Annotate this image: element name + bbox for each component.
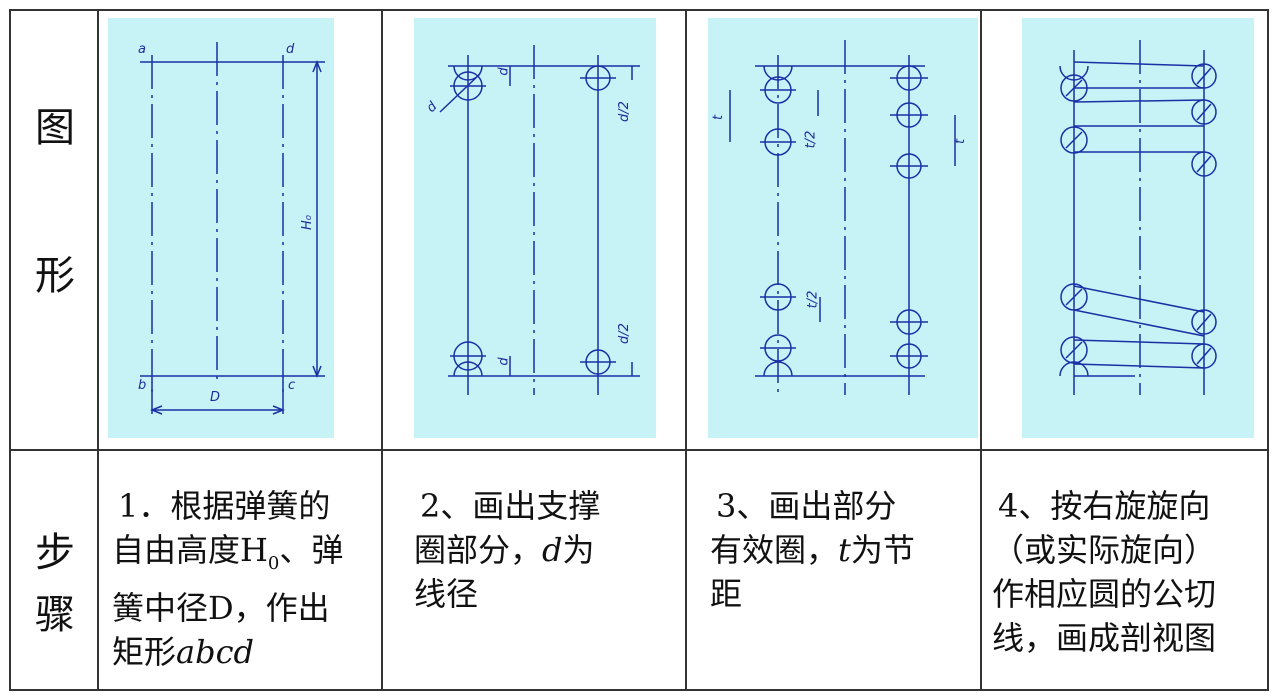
step-4-line3: 作相应圆的公切 <box>992 575 1217 613</box>
label-c: c <box>288 378 296 393</box>
step-1-line2-sub: 0 <box>267 553 280 574</box>
step-1-line4-ital: abcd <box>176 633 254 671</box>
panel-step3 <box>708 18 978 438</box>
step-3-line3: 距 <box>710 575 743 613</box>
label-d2-top: d/2 <box>616 101 632 122</box>
row-label-steps-char2: 骤 <box>35 592 75 638</box>
panel-step4 <box>1022 18 1254 438</box>
label-d: d <box>286 42 295 57</box>
row-label-steps: 步 骤 <box>30 520 80 640</box>
drawing-section-view <box>1059 40 1217 395</box>
row-label-figure-char1: 图 <box>35 105 75 151</box>
step-3-line2-ital: t <box>838 531 851 569</box>
step-4-line2: （或实际旋向） <box>992 531 1217 569</box>
drawing-active-coils <box>729 40 956 395</box>
step-2-text: 2、画出支撑 圈部分，d为 线径 <box>414 484 600 616</box>
panel-step2 <box>414 18 656 438</box>
label-d-bot: d <box>496 357 512 366</box>
label-a: a <box>138 42 146 57</box>
step-1-line3: 簧中径D，作出 <box>112 589 330 627</box>
label-H0: H₀ <box>300 215 315 230</box>
step-1-line2-post: 、弹 <box>279 531 344 569</box>
step-2-line2-pre: 圈部分， <box>414 531 543 569</box>
step-3-line1: 3、画出部分 <box>716 487 897 525</box>
label-t2-bot: t/2 <box>805 290 821 309</box>
step-1-line2-pre: 自由高度H <box>112 531 268 569</box>
label-t2-top: t/2 <box>803 130 819 149</box>
label-d-top: d <box>496 67 512 76</box>
step-1-line1: 1．根据弹簧的 <box>118 487 331 525</box>
label-b: b <box>138 378 147 393</box>
step-2-line1: 2、画出支撑 <box>420 487 601 525</box>
step-3-text: 3、画出部分 有效圈，t为节 距 <box>710 484 915 616</box>
step-4-line4: 线，画成剖视图 <box>992 619 1217 657</box>
row-label-steps-char1: 步 <box>35 530 75 576</box>
step-2-line2-post: 为 <box>562 531 595 569</box>
row-label-figure-char2: 形 <box>35 253 75 299</box>
grid-lines <box>9 9 1269 691</box>
drawing-support-coils <box>439 45 640 395</box>
label-t-left: t <box>711 114 727 121</box>
step-1-text: 1．根据弹簧的 自由高度H0、弹 簧中径D，作出 矩形abcd <box>112 484 343 674</box>
panel-step1 <box>108 18 334 438</box>
step-2-line2: 圈部分，d为 <box>414 528 600 572</box>
step-2-line2-ital: d <box>542 531 563 569</box>
label-d2-bot: d/2 <box>616 323 632 344</box>
step-4-line1: 4、按右旋旋向 <box>998 487 1211 525</box>
step-3-line2-pre: 有效圈， <box>710 531 839 569</box>
label-t-right: t <box>953 138 969 145</box>
label-D: D <box>210 390 221 405</box>
step-1-line4: 矩形abcd <box>112 630 343 674</box>
drawing-rectangle-abcd <box>140 42 325 415</box>
step-1-line4-pre: 矩形 <box>112 633 177 671</box>
step-3-line2-post: 为节 <box>850 531 915 569</box>
row-label-figure: 图 形 <box>30 95 80 301</box>
step-2-line3: 线径 <box>414 575 479 613</box>
step-3-line2: 有效圈，t为节 <box>710 528 915 572</box>
step-1-line2: 自由高度H0、弹 <box>112 528 343 586</box>
step-4-text: 4、按右旋旋向 （或实际旋向） 作相应圆的公切 线，画成剖视图 <box>992 484 1216 660</box>
